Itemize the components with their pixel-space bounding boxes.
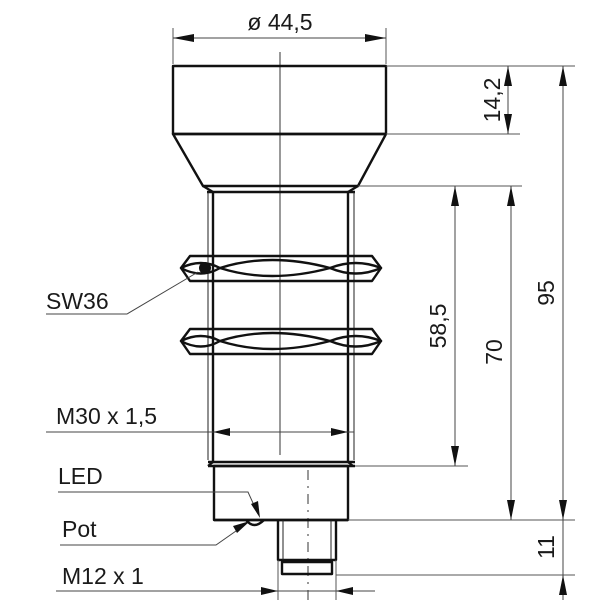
dim-connector-length: 11 [533, 535, 559, 559]
label-led: LED [58, 463, 103, 489]
dim-body-length: 70 [481, 339, 507, 365]
label-thread: M30 x 1,5 [56, 403, 157, 429]
dim-head-diameter: ø 44,5 [247, 9, 312, 35]
dim-thread-length: 58,5 [425, 304, 451, 349]
label-wrench-size: SW36 [46, 288, 109, 314]
dim-total-length: 95 [533, 280, 559, 306]
label-potentiometer: Pot [62, 516, 97, 542]
led-indicator [245, 519, 265, 527]
hex-nut-lower [179, 327, 383, 356]
m12-connector [276, 520, 338, 576]
label-connector-thread: M12 x 1 [62, 563, 144, 589]
wrench-marker-dot [199, 262, 211, 274]
lower-housing [212, 464, 350, 522]
hex-nut-upper [179, 254, 383, 283]
dim-head-height: 14,2 [479, 78, 505, 123]
